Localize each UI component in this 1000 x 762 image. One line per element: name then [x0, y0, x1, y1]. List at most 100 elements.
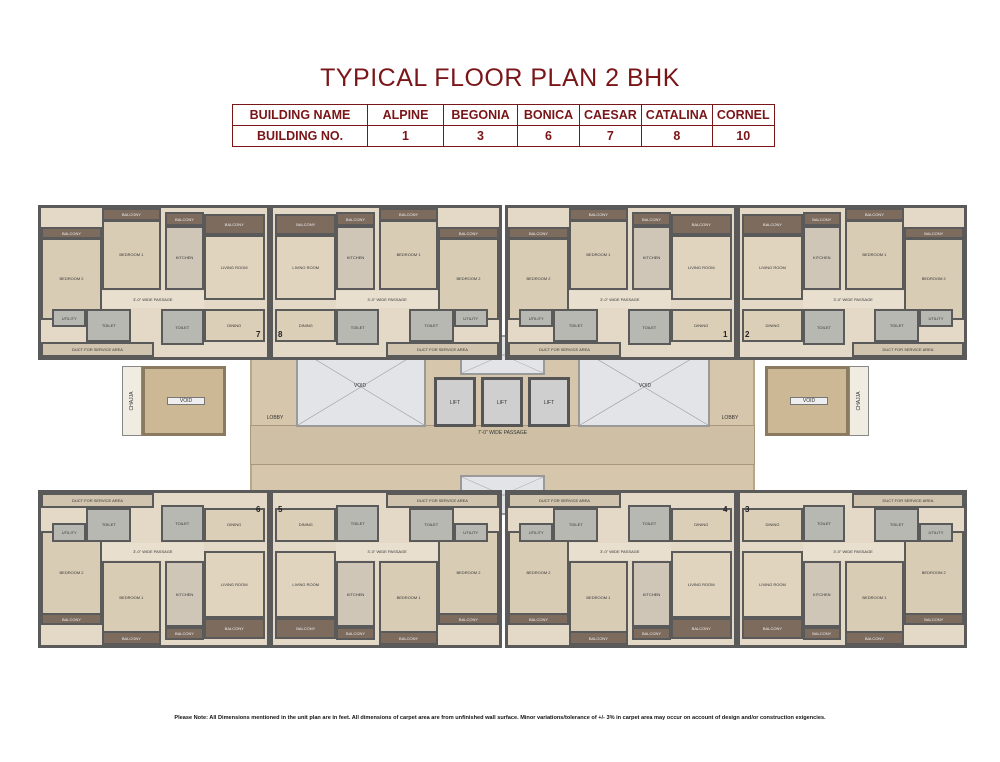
room-living: LIVING ROOM	[203, 550, 265, 618]
room-dining: DINING	[742, 508, 803, 542]
room-toilet: TOILET	[874, 508, 920, 542]
duct-for-service-area: DUCT FOR SERVICE AREA	[508, 342, 621, 357]
room-bedroom2: BEDROOM 2	[903, 531, 964, 615]
building-no-row: BUILDING NO. 1 3 6 7 8 10	[232, 125, 775, 147]
room-balcony: BALCONY	[742, 213, 803, 235]
room-living: LIVING ROOM	[670, 234, 732, 301]
flat-number: 2	[745, 330, 750, 339]
building-name: CAESAR	[579, 104, 642, 126]
room-passage: 3'-0" WIDE PASSAGE	[102, 543, 204, 560]
staircase-right: VOID	[765, 366, 849, 436]
room-living: LIVING ROOM	[203, 234, 265, 301]
building-no: 6	[517, 125, 580, 147]
room-bedroom2: BEDROOM 2	[41, 237, 103, 320]
lift-3: LIFT	[528, 377, 570, 427]
room-balcony: BALCONY	[437, 227, 499, 240]
room-toilet: TOILET	[553, 508, 599, 542]
room-bedroom1: BEDROOM 1	[845, 561, 904, 633]
duct-for-service-area: DUCT FOR SERVICE AREA	[852, 342, 964, 357]
void-right	[578, 347, 710, 427]
room-toilet: TOILET	[553, 309, 599, 343]
building-no: 3	[443, 125, 518, 147]
room-toilet: TOILET	[408, 309, 454, 343]
room-balcony: BALCONY	[802, 212, 841, 226]
room-bedroom1: BEDROOM 1	[569, 219, 628, 290]
room-bedroom1: BEDROOM 1	[569, 561, 628, 633]
room-balcony: BALCONY	[203, 213, 265, 235]
chajja-left: CHAJJA	[122, 366, 142, 436]
room-balcony: BALCONY	[845, 631, 904, 645]
passage-label: 7'-0" WIDE PASSAGE	[477, 430, 528, 436]
chajja-right: CHAJJA	[849, 366, 869, 436]
room-kitchen: KITCHEN	[632, 561, 671, 627]
room-bedroom1: BEDROOM 1	[379, 561, 438, 633]
room-utility: UTILITY	[919, 309, 953, 328]
room-utility: UTILITY	[519, 523, 554, 542]
room-balcony: BALCONY	[102, 631, 161, 645]
row-header: BUILDING NO.	[232, 125, 368, 147]
room-toilet: TOILET	[802, 505, 846, 542]
room-bedroom2: BEDROOM 2	[508, 237, 570, 320]
room-kitchen: KITCHEN	[802, 225, 841, 290]
room-balcony: BALCONY	[569, 631, 628, 645]
room-bedroom1: BEDROOM 1	[845, 219, 904, 290]
building-name: CATALINA	[640, 104, 713, 126]
duct-for-service-area: DUCT FOR SERVICE AREA	[386, 493, 499, 509]
building-name: CORNEL	[711, 104, 775, 126]
room-bedroom2: BEDROOM 2	[437, 531, 499, 615]
flat-number: 8	[278, 330, 283, 339]
building-name: BONICA	[517, 104, 580, 126]
wide-passage: 7'-0" WIDE PASSAGE	[250, 425, 755, 465]
room-dining: DINING	[670, 309, 732, 343]
room-dining: DINING	[203, 508, 265, 542]
room-toilet: TOILET	[627, 309, 671, 346]
flat-number: 7	[256, 330, 261, 339]
room-living: LIVING ROOM	[670, 550, 732, 618]
room-passage: 3'-0" WIDE PASSAGE	[336, 291, 438, 308]
duct-for-service-area: DUCT FOR SERVICE AREA	[41, 342, 154, 357]
room-utility: UTILITY	[519, 309, 554, 328]
room-kitchen: KITCHEN	[632, 225, 671, 290]
room-balcony: BALCONY	[742, 617, 803, 639]
room-dining: DINING	[275, 309, 337, 343]
room-bedroom1: BEDROOM 1	[102, 219, 161, 290]
room-toilet: TOILET	[86, 508, 132, 542]
room-bedroom2: BEDROOM 2	[41, 531, 103, 615]
room-passage: 3'-0" WIDE PASSAGE	[802, 291, 904, 308]
building-no: 8	[640, 125, 713, 147]
room-balcony: BALCONY	[102, 208, 161, 222]
room-passage: 3'-0" WIDE PASSAGE	[336, 543, 438, 560]
chajja-label-left: CHAJJA	[129, 391, 135, 411]
room-balcony: BALCONY	[903, 227, 964, 240]
room-utility: UTILITY	[919, 523, 953, 542]
room-utility: UTILITY	[52, 523, 87, 542]
room-passage: 3'-0" WIDE PASSAGE	[569, 543, 671, 560]
room-balcony: BALCONY	[336, 626, 375, 641]
room-toilet: TOILET	[408, 508, 454, 542]
room-kitchen: KITCHEN	[336, 225, 375, 290]
void-label: VOID	[638, 383, 652, 389]
void-label: VOID	[353, 383, 367, 389]
room-bedroom1: BEDROOM 1	[102, 561, 161, 633]
room-toilet: TOILET	[160, 505, 204, 542]
room-passage: 3'-0" WIDE PASSAGE	[802, 543, 904, 560]
room-balcony: BALCONY	[508, 227, 570, 240]
building-name-row: BUILDING NAME ALPINE BEGONIA BONICA CAES…	[232, 104, 775, 126]
room-utility: UTILITY	[52, 309, 87, 328]
flat-number: 3	[745, 505, 750, 514]
flat-number: 5	[278, 505, 283, 514]
room-balcony: BALCONY	[275, 213, 337, 235]
duct-for-service-area: DUCT FOR SERVICE AREA	[41, 493, 154, 509]
room-balcony: BALCONY	[632, 626, 671, 641]
void-left	[296, 347, 426, 427]
room-bedroom2: BEDROOM 2	[437, 237, 499, 320]
room-bedroom2: BEDROOM 2	[508, 531, 570, 615]
disclaimer-note: Please Note: All Dimensions mentioned in…	[174, 715, 826, 721]
room-balcony: BALCONY	[903, 613, 964, 626]
